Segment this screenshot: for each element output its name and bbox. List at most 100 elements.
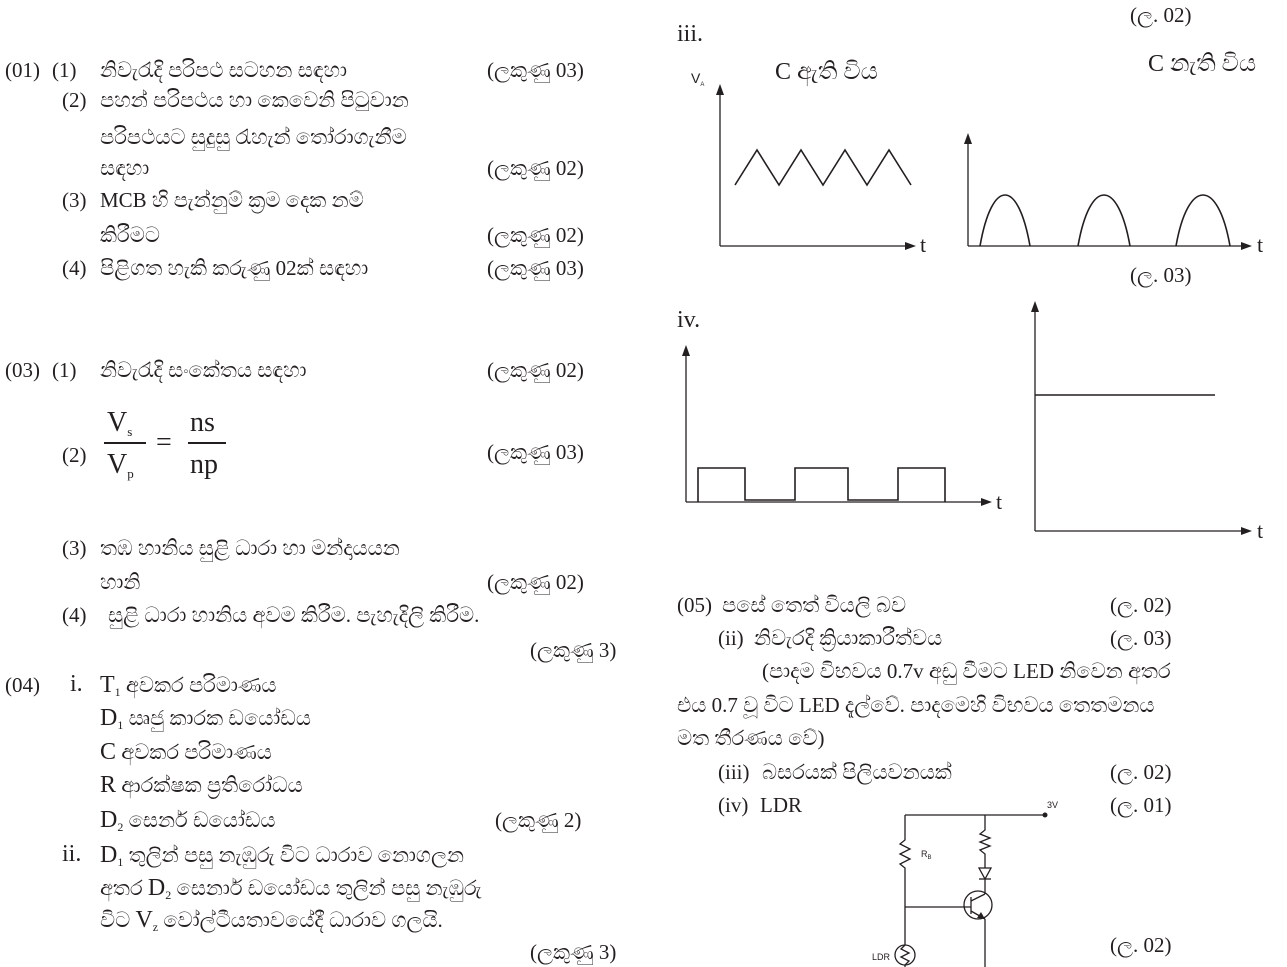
- q04-ii-line2: අතර D2 සෙනාර් ඩයෝඩය තුලින් පසු නැඹුරු: [100, 874, 607, 902]
- component-description: අවකර පරිමාණය: [125, 673, 277, 697]
- resistor-subscript: B: [927, 855, 932, 861]
- q01-item2-line2: පරිපථයට සුදුසු රැහැන් තෝරාගැනීම: [100, 125, 407, 149]
- graph2-pulse-3: [1175, 194, 1231, 247]
- led-resistor-branch: [978, 815, 992, 868]
- q03-item3-line2: හානි: [100, 570, 141, 594]
- graph4-x-arrow: [1241, 527, 1252, 535]
- component-description: ඍජු කාරක ඩයෝඩය: [128, 706, 311, 730]
- component-description: අවකර පරිමාණය: [121, 740, 272, 764]
- q01-number: (01): [5, 58, 40, 82]
- q03-item1-marks: (ලකුණු 02): [487, 358, 584, 382]
- part-iii-label: iii.: [677, 21, 704, 47]
- q01-item1-marks: (ලකුණු 03): [487, 58, 584, 82]
- component-subscript: 2: [117, 820, 124, 834]
- ldr-element: [899, 944, 911, 967]
- formula-rhs-fraction-bar: [188, 442, 226, 444]
- q05-ii-explanation-line2: එය 0.7 වූ විට LED දැල්වේ. පාදමෙහි විභවය …: [677, 693, 1155, 717]
- q03-number: (03): [5, 358, 40, 382]
- graph2-x-arrow: [1241, 242, 1252, 250]
- component-description: ආරක්ෂක ප්‍රතිරෝධය: [121, 773, 303, 797]
- graph-without-capacitor: [964, 133, 1252, 250]
- q04-i-line-r: R ආරක්ෂක ප්‍රතිරෝධය: [100, 771, 605, 799]
- component-symbol: D: [100, 705, 118, 731]
- supply-terminal: [1042, 812, 1048, 818]
- circuit-ldr-label: LDR: [872, 952, 891, 962]
- q04-part-i-marks: (ලකුණු 2): [495, 808, 582, 832]
- q03-item3-marks: (ලකුණු 02): [487, 570, 584, 594]
- q01-item4-label: (4): [62, 256, 87, 280]
- q05-iv-text: LDR: [760, 793, 802, 817]
- graph3-x-arrow: [981, 498, 992, 506]
- base-resistor-branch: [898, 815, 912, 945]
- formula-lhs-denominator: Vp: [107, 449, 134, 481]
- graph4-x-axis-label: t: [1257, 518, 1264, 543]
- graph3-x-axis-label: t: [996, 489, 1003, 514]
- component-symbol: T: [100, 672, 115, 698]
- component-symbol: R: [100, 772, 117, 798]
- q05-iii-text: බසරයක් පිලියවනයක්: [762, 760, 952, 784]
- moisture-sensor-circuit: [894, 812, 1048, 967]
- q04-i-line-t1: T1 අවකර පරිමාණය: [100, 671, 605, 699]
- q04-part-ii-label: ii.: [62, 841, 82, 867]
- q05-iii-label: (iii): [718, 760, 750, 784]
- q05-iii-marks: (ල. 02): [1110, 760, 1172, 784]
- graph3-y-arrow: [682, 345, 690, 356]
- explanation-text: අතර: [100, 876, 143, 900]
- graph1-x-arrow: [905, 242, 916, 250]
- q04-ii-line1: D1 තුලින් පසු නැඹුරු විට ධාරාව නොගලන: [100, 841, 607, 869]
- formula-subscript: p: [127, 466, 134, 481]
- q03-item4-text: සුළි ධාරා හානිය අවම කිරීම. පැහැදිලි කිරී…: [108, 603, 480, 627]
- graph3-square-waveform: [697, 467, 946, 502]
- q03-item1-text: නිවැරැදි සංකේතය සඳහා: [100, 358, 307, 382]
- q04-part-i-label: i.: [70, 671, 83, 697]
- q05-i-marks: (ල. 02): [1110, 593, 1172, 617]
- q01-item3-line1: MCB හි පැන්නුම් ක්‍රම දෙක නම්: [100, 188, 364, 212]
- graph2-x-axis-label: t: [1257, 232, 1264, 257]
- graph2-pulse-2: [1077, 194, 1131, 247]
- q05-ii-explanation-line1: (පාදම විභවය 0.7v අඩු වීමට LED නිවෙන අතර: [762, 659, 1171, 683]
- component-symbol: C: [100, 739, 117, 765]
- q03-item2-marks: (ලකුණු 03): [487, 440, 584, 464]
- component-subscript: z: [152, 920, 159, 934]
- q03-item3-label: (3): [62, 536, 87, 560]
- q03-item3-line1: තඹ හානිය සුළි ධාරා හා මන්දායයන: [100, 536, 400, 560]
- formula-symbol: V: [107, 449, 128, 480]
- q01-item2-label: (2): [62, 88, 87, 112]
- circuit-supply-label: 3V: [1047, 800, 1059, 810]
- component-symbol: D: [147, 875, 166, 901]
- circuit-resistor-label: RB: [921, 848, 932, 861]
- q04-i-line-c: C අවකර පරිමාණය: [100, 738, 605, 766]
- q01-item4-marks: (ලකුණු 03): [487, 256, 584, 280]
- q01-item3-line2: කිරීමට: [100, 223, 160, 247]
- q05-ii-text: නිවැරදි ක්‍රියාකාරීත්වය: [754, 626, 943, 650]
- q05-i-text: පසේ තෙත් වියලි බව: [722, 593, 907, 617]
- led-symbol: [977, 867, 993, 881]
- transistor-body: [963, 890, 993, 920]
- q05-ii-explanation-line3: මත තීරණය වේ): [677, 726, 825, 750]
- q04-number: (04): [5, 673, 40, 697]
- part-iii-marks: (ල. 03): [1130, 263, 1192, 287]
- explanation-text: විට: [100, 908, 131, 932]
- q05-iv-marks: (ල. 01): [1110, 793, 1172, 817]
- formula-rhs-numerator: ns: [190, 407, 215, 438]
- component-symbol: D: [100, 807, 118, 833]
- q05-number: (05): [677, 593, 712, 617]
- graph2-pulse-1: [979, 194, 1031, 247]
- graph1-y-axis-label: VA: [691, 70, 704, 88]
- graph-heading-with-capacitor: C ඇති විය: [775, 59, 878, 85]
- q01-item2-line3: සඳහා: [100, 156, 150, 180]
- q03-item4-label: (4): [62, 603, 87, 627]
- q03-item1-label: (1): [52, 358, 77, 382]
- q01-item1-label: (1): [52, 58, 77, 82]
- q04-i-line-d2: D2 සෙනර් ඩයෝඩය: [100, 806, 490, 834]
- formula-symbol: V: [107, 407, 128, 438]
- component-subscript: 1: [117, 855, 124, 869]
- component-subscript: 1: [114, 685, 121, 699]
- formula-rhs-denominator: np: [190, 449, 218, 480]
- q05-circuit-marks: (ල. 02): [1110, 933, 1172, 957]
- component-subscript: 2: [165, 888, 172, 902]
- graph-heading-without-capacitor: C නැති විය: [1148, 51, 1257, 77]
- q04-i-line-d1: D1 ඍජු කාරක ඩයෝඩය: [100, 704, 605, 732]
- graph4-y-arrow: [1031, 301, 1039, 312]
